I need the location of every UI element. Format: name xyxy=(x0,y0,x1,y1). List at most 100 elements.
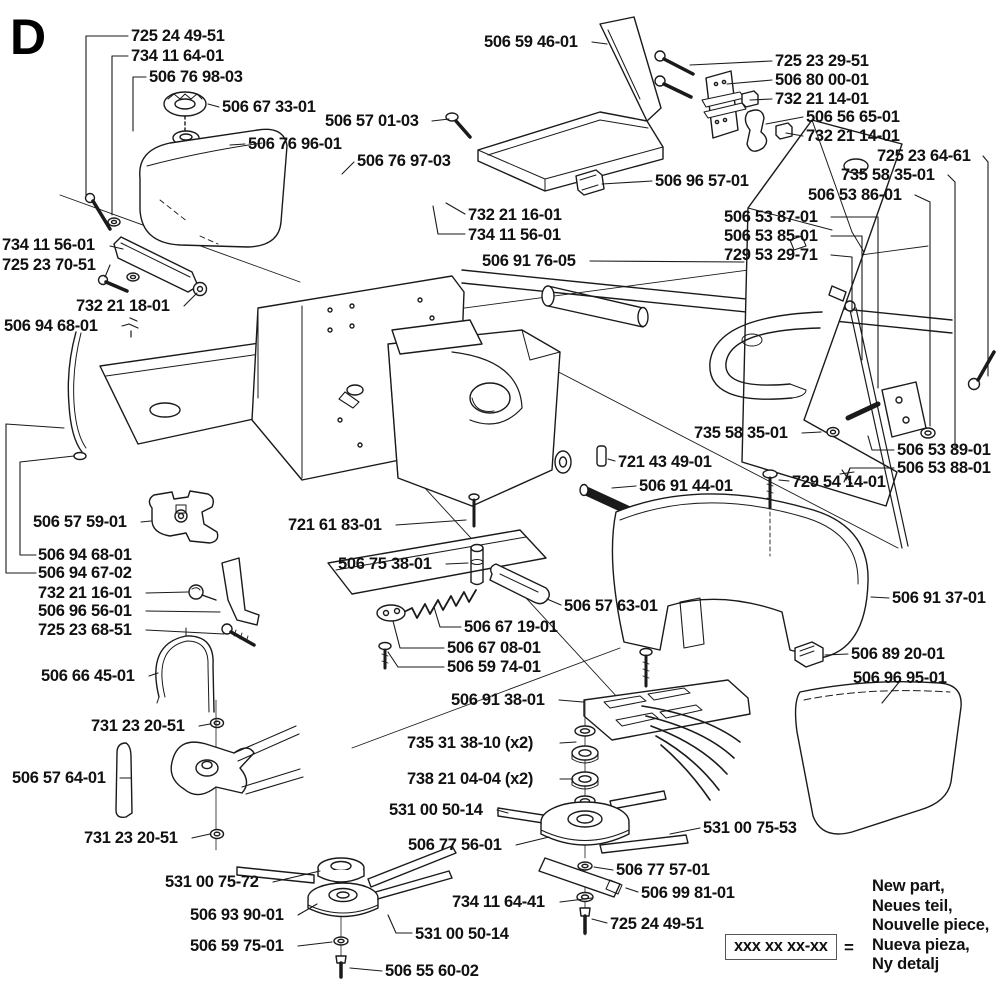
leader-line xyxy=(558,699,584,703)
figure-letter: D xyxy=(10,9,47,65)
leader-line xyxy=(830,216,879,389)
leader-line xyxy=(297,903,318,916)
leader-line xyxy=(341,161,355,175)
leader-line xyxy=(515,836,550,846)
part-number-label: 506 57 64-01 xyxy=(12,769,106,787)
part-number-label: 506 59 46-01 xyxy=(484,33,578,51)
part-number-label: 735 58 35-01 xyxy=(841,166,935,184)
part-number-label: 734 11 64-41 xyxy=(452,893,545,911)
leader-line xyxy=(607,458,616,462)
leader-line xyxy=(830,235,863,361)
leader-line xyxy=(145,629,225,635)
fuel-tank-drawing xyxy=(139,91,288,248)
belt-cover-drawing xyxy=(611,469,869,659)
part-number-label: 506 57 63-01 xyxy=(564,597,658,615)
discharge-guard xyxy=(583,647,751,801)
part-number-label: 732 21 16-01 xyxy=(468,206,562,224)
part-number-label: 506 67 33-01 xyxy=(222,98,316,116)
part-number-label: 531 00 50-14 xyxy=(389,801,483,819)
leader-line xyxy=(85,35,129,196)
part-number-label: 506 89 20-01 xyxy=(851,645,945,663)
leader-line xyxy=(801,431,822,434)
leader-line xyxy=(689,60,773,66)
top-right-fasteners xyxy=(654,50,793,152)
legend-line: Nouvelle piece, xyxy=(872,916,990,934)
tension-spring-links xyxy=(376,563,550,670)
part-number-label: 506 57 59-01 xyxy=(33,513,127,531)
part-number-label: 506 67 19-01 xyxy=(464,618,558,636)
part-number-label: 506 94 68-01 xyxy=(4,317,98,335)
leader-line xyxy=(867,435,895,451)
idler-plate xyxy=(148,490,219,544)
leader-line xyxy=(785,132,804,137)
legend-equals-sign: = xyxy=(844,938,854,957)
leader-line xyxy=(947,174,956,451)
part-number-label: 506 77 57-01 xyxy=(616,861,710,879)
part-number-label: 506 91 76-05 xyxy=(482,252,576,270)
part-number-label: 731 23 20-51 xyxy=(91,717,185,735)
side-panel-drawing xyxy=(794,641,962,835)
part-number-label: 531 00 50-14 xyxy=(415,925,509,943)
leader-line xyxy=(431,118,450,122)
part-number-label: 721 43 49-01 xyxy=(618,453,712,471)
leader-line xyxy=(589,260,745,263)
fuel-hose-drawing xyxy=(67,331,87,461)
leader-line xyxy=(140,520,152,523)
leader-line xyxy=(726,79,773,85)
part-number-label: 506 91 37-01 xyxy=(892,589,986,607)
lift-linkage xyxy=(826,285,996,549)
leader-line xyxy=(111,55,129,216)
part-number-label: 732 21 18-01 xyxy=(76,297,170,315)
part-number-label: 506 94 68-01 xyxy=(38,546,132,564)
part-number-label: 506 67 08-01 xyxy=(447,639,541,657)
leader-line xyxy=(229,143,246,146)
leader-line xyxy=(591,41,608,45)
part-number-label: 506 59 74-01 xyxy=(447,658,541,676)
leader-line xyxy=(830,254,853,313)
leader-line xyxy=(914,194,931,427)
part-number-label: 506 96 95-01 xyxy=(853,669,947,687)
cable-and-lever xyxy=(115,627,304,851)
part-number-label: 721 61 83-01 xyxy=(288,516,382,534)
leader-line xyxy=(207,103,220,108)
part-number-label: 506 56 65-01 xyxy=(806,108,900,126)
part-number-label: 732 21 14-01 xyxy=(775,90,869,108)
part-number-label: 725 24 49-51 xyxy=(131,27,225,45)
leader-line xyxy=(395,519,467,526)
legend-line: Neues teil, xyxy=(872,896,953,915)
leader-line xyxy=(183,292,198,307)
leader-line xyxy=(297,941,333,947)
legend-line: Nueva pieza, xyxy=(872,935,970,954)
leader-line xyxy=(109,245,124,250)
leader-line xyxy=(546,598,562,606)
leader-line xyxy=(669,827,701,835)
part-number-label: 506 93 90-01 xyxy=(190,906,284,924)
support-bracket xyxy=(188,557,260,647)
legend-part-number-box: xxx xx xx-xx xyxy=(725,934,837,960)
part-number-label: 531 00 75-53 xyxy=(703,819,797,837)
blade-hub-assembly xyxy=(497,699,689,936)
part-number-label: 531 00 75-72 xyxy=(165,873,259,891)
part-number-label: 506 77 56-01 xyxy=(408,836,502,854)
part-number-label: 506 66 45-01 xyxy=(41,667,135,685)
part-number-label: 734 11 64-01 xyxy=(131,47,224,65)
leader-line xyxy=(778,479,790,482)
leader-line xyxy=(845,467,895,481)
part-number-label: 506 91 44-01 xyxy=(639,477,733,495)
leader-line xyxy=(5,423,65,574)
part-number-label: 732 21 14-01 xyxy=(806,127,900,145)
legend-line: Ny detalj xyxy=(872,955,939,973)
legend-text: New part, Neues teil, Nouvelle piece, Nu… xyxy=(872,877,989,975)
part-number-label: 506 80 00-01 xyxy=(775,71,869,89)
part-number-label: 506 94 67-02 xyxy=(38,564,132,582)
leader-line xyxy=(392,620,445,649)
part-number-label: 734 11 56-01 xyxy=(468,226,561,244)
leader-line xyxy=(191,833,211,839)
leader-line xyxy=(559,741,577,744)
leader-line xyxy=(824,653,849,656)
part-number-label: 725 23 68-51 xyxy=(38,621,132,639)
part-number-label: 506 96 57-01 xyxy=(655,172,749,190)
leader-line xyxy=(387,914,413,934)
part-number-label: 725 23 64-61 xyxy=(877,147,971,165)
